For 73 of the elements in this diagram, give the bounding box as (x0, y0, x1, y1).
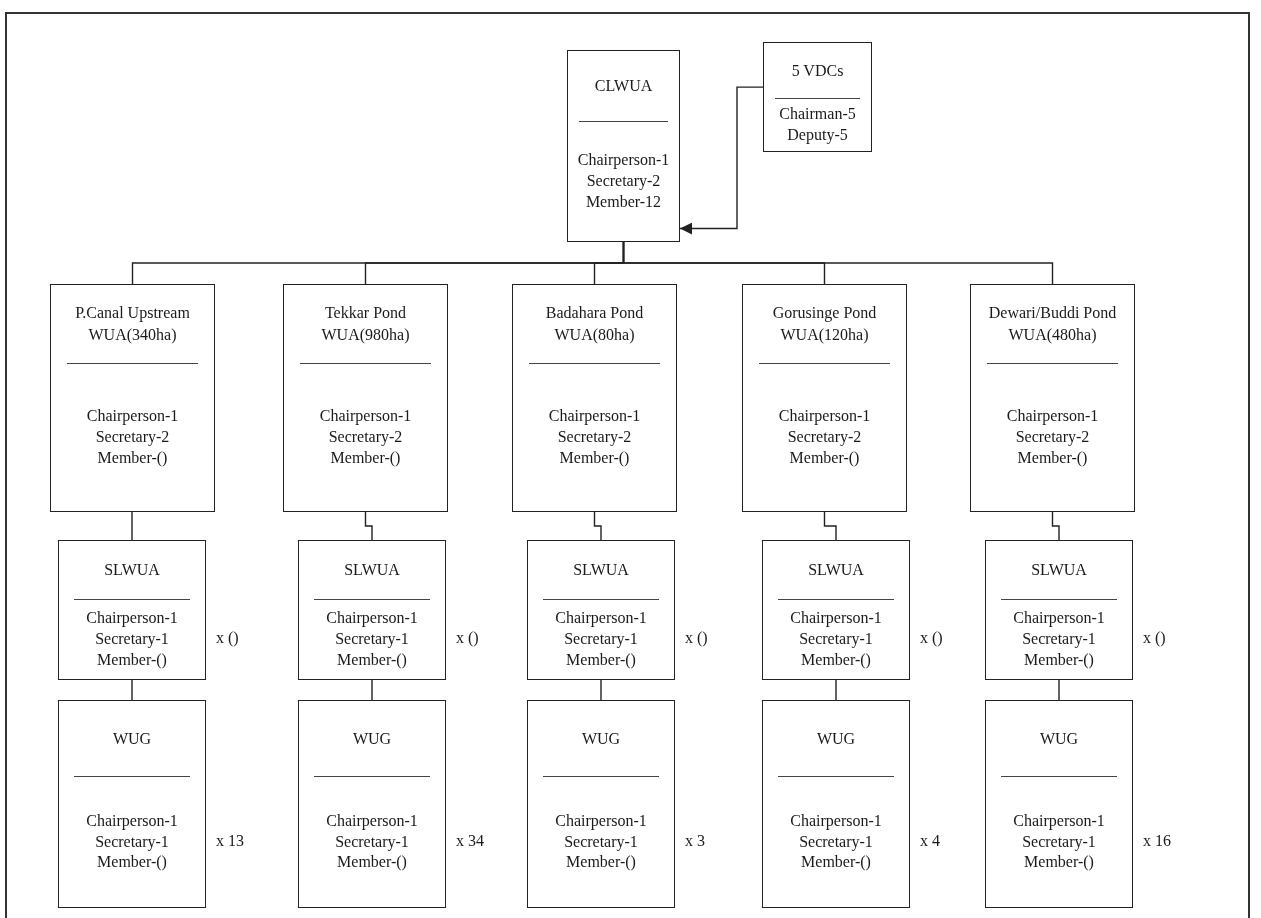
multiplier-label: x 16 (1143, 831, 1171, 850)
connector-line (823, 511, 837, 541)
org-box (763, 42, 872, 152)
org-box (985, 540, 1133, 680)
box-heading: Dewari/Buddi Pond WUA(480ha) (987, 303, 1118, 346)
connector-line (593, 511, 602, 541)
member-list: Chairperson-1 Secretary-2 Member-() (55, 406, 210, 469)
org-box (58, 540, 206, 680)
member-list: Chairperson-1 Secretary-1 Member-() (63, 608, 201, 671)
org-box (50, 284, 215, 512)
box-heading: SLWUA (808, 560, 864, 581)
org-box (58, 700, 206, 908)
member-list: Chairperson-1 Secretary-1 Member-() (532, 810, 670, 874)
org-box (742, 284, 907, 512)
member-list: Chairman-5 Deputy-5 (768, 104, 867, 146)
org-box (512, 284, 677, 512)
connector-line (600, 679, 602, 701)
box-heading: WUG (816, 728, 856, 749)
member-list: Chairperson-1 Secretary-2 Member-12 (572, 150, 675, 213)
org-box (567, 50, 680, 242)
member-list: Chairperson-1 Secretary-1 Member-() (990, 608, 1128, 671)
multiplier-label: x () (456, 629, 479, 647)
multiplier-label: x () (1143, 629, 1166, 647)
org-box (283, 284, 448, 512)
org-box (970, 284, 1135, 512)
box-heading: WUG (352, 728, 392, 749)
box-heading: WUG (112, 728, 152, 749)
box-heading: WUG (1039, 728, 1079, 749)
arrow (679, 86, 764, 235)
member-list: Chairperson-1 Secretary-1 Member-() (767, 608, 905, 671)
box-heading: P.Canal Upstream WUA(340ha) (74, 303, 191, 346)
member-list: Chairperson-1 Secretary-1 Member-() (303, 810, 441, 874)
connector-line (364, 511, 373, 541)
connector-line (835, 679, 837, 701)
multiplier-label: x 3 (685, 831, 705, 850)
org-box (298, 540, 446, 680)
org-box (298, 700, 446, 908)
multiplier-label: x () (685, 629, 708, 647)
box-heading: WUG (581, 728, 621, 749)
member-list: Chairperson-1 Secretary-2 Member-() (975, 406, 1130, 469)
connector-line (131, 511, 133, 541)
box-heading: Badahara Pond WUA(80ha) (544, 303, 645, 346)
org-box (985, 700, 1133, 908)
box-heading: Gorusinge Pond WUA(120ha) (771, 303, 878, 346)
multiplier-label: x () (920, 629, 943, 647)
connector-line (131, 679, 133, 701)
connector-line (1051, 511, 1060, 541)
multiplier-label: x 34 (456, 831, 484, 850)
member-list: Chairperson-1 Secretary-2 Member-() (747, 406, 902, 469)
member-list: Chairperson-1 Secretary-1 Member-() (532, 608, 670, 671)
org-box (527, 700, 675, 908)
box-heading: SLWUA (1031, 560, 1087, 581)
box-heading: 5 VDCs (791, 60, 844, 81)
box-heading: Tekkar Pond WUA(980ha) (320, 303, 411, 346)
member-list: Chairperson-1 Secretary-1 Member-() (767, 810, 905, 874)
connector-line (371, 679, 373, 701)
org-box (762, 700, 910, 908)
member-list: Chairperson-1 Secretary-2 Member-() (517, 406, 672, 469)
connector-line (622, 241, 1054, 285)
member-list: Chairperson-1 Secretary-2 Member-() (288, 406, 443, 469)
box-heading: CLWUA (594, 76, 653, 97)
member-list: Chairperson-1 Secretary-1 Member-() (990, 810, 1128, 874)
box-heading: SLWUA (104, 560, 160, 581)
multiplier-label: x 4 (920, 831, 940, 850)
member-list: Chairperson-1 Secretary-1 Member-() (303, 608, 441, 671)
org-box (762, 540, 910, 680)
org-box (527, 540, 675, 680)
multiplier-label: x 13 (216, 831, 244, 850)
multiplier-label: x () (216, 629, 239, 647)
connector-line (1058, 679, 1060, 701)
box-heading: SLWUA (344, 560, 400, 581)
box-heading: SLWUA (573, 560, 629, 581)
member-list: Chairperson-1 Secretary-1 Member-() (63, 810, 201, 874)
